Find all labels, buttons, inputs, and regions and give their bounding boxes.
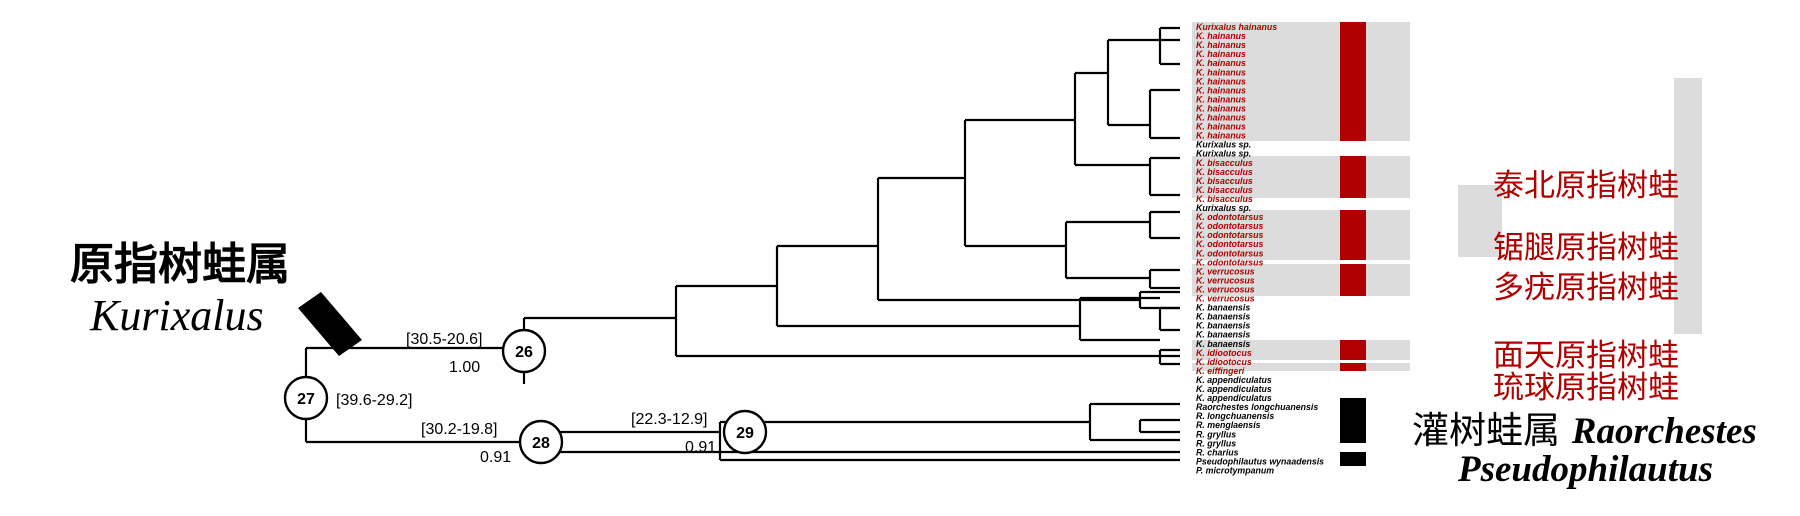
highlight-band-odontotarsus xyxy=(1192,210,1410,260)
taxon-label: K. verrucosus xyxy=(1196,275,1255,285)
taxon-label: K. hainanus xyxy=(1196,122,1246,132)
taxon-label: K. appendiculatus xyxy=(1196,393,1272,403)
raorchestes-label: 灌树蛙属 Raorchestes xyxy=(1412,400,1757,454)
genus-marker xyxy=(298,292,362,356)
taxon-label: R. charius xyxy=(1196,447,1239,457)
taxon-label: R. menglaensis xyxy=(1196,420,1261,430)
taxon-label: K. hainanus xyxy=(1196,85,1246,95)
taxon-label: K. banaensis xyxy=(1196,339,1250,349)
taxon-label: Kurixalus sp. xyxy=(1196,203,1251,213)
taxon-label: K. verrucosus xyxy=(1196,266,1255,276)
highlight-band-bisacculus xyxy=(1192,156,1410,198)
clade-bar-bisacculus xyxy=(1340,156,1366,198)
taxon-label: K. odontotarsus xyxy=(1196,248,1264,258)
node-29-interval: [22.3-12.9] xyxy=(631,411,708,428)
taxon-label: K. banaensis xyxy=(1196,312,1250,322)
taxon-label: K. hainanus xyxy=(1196,49,1246,59)
species-label-liuqiu: 琉球原指树蛙 xyxy=(1493,370,1679,406)
taxon-label: K. banaensis xyxy=(1196,330,1250,340)
taxon-label: K. bisacculus xyxy=(1196,176,1253,186)
genus-latin-name: Kurixalus xyxy=(90,291,264,340)
raorchestes-chinese: 灌树蛙属 xyxy=(1412,409,1560,452)
taxon-label: K. eiffingeri xyxy=(1196,366,1245,376)
tree-branches xyxy=(284,26,1180,462)
node-28-label: 28 xyxy=(532,435,550,452)
taxon-label: R. longchuanensis xyxy=(1196,411,1274,421)
taxon-label: K. odontotarsus xyxy=(1196,230,1264,240)
node-26-interval: [30.5-20.6] xyxy=(406,331,483,348)
taxon-label: K. appendiculatus xyxy=(1196,375,1272,385)
node-26: 26 xyxy=(501,328,547,374)
taxon-label: Kurixalus sp. xyxy=(1196,149,1251,159)
taxon-label: K. verrucosus xyxy=(1196,284,1255,294)
raorchestes-latin: Raorchestes xyxy=(1571,411,1757,452)
taxon-label: K. odontotarsus xyxy=(1196,221,1264,231)
taxon-label: K. bisacculus xyxy=(1196,194,1253,204)
species-label-duoyou: 多疣原指树蛙 xyxy=(1493,270,1679,306)
taxon-label: R. gryllus xyxy=(1196,438,1236,448)
clade-bar-hainanus xyxy=(1340,22,1366,141)
node-27-label: 27 xyxy=(297,391,315,408)
taxon-label: K. hainanus xyxy=(1196,94,1246,104)
taxon-label: K. bisacculus xyxy=(1196,185,1253,195)
node-28: 28 xyxy=(518,419,564,465)
taxon-label: K. odontotarsus xyxy=(1196,239,1264,249)
highlight-band-verrucosus xyxy=(1192,264,1410,296)
highlight-band-hainanus xyxy=(1192,22,1410,141)
taxon-label: R. gryllus xyxy=(1196,429,1236,439)
taxon-label: K. appendiculatus xyxy=(1196,384,1272,394)
taxon-label: K. hainanus xyxy=(1196,67,1246,77)
taxon-label: K. idiootocus xyxy=(1196,348,1252,358)
taxon-label: Pseudophilautus wynaadensis xyxy=(1196,456,1324,466)
taxon-label: K. odontotarsus xyxy=(1196,212,1264,222)
node-27: 27 xyxy=(283,375,329,421)
clade-bar-eiffingeri xyxy=(1340,363,1366,371)
taxon-label: Kurixalus hainanus xyxy=(1196,22,1277,32)
clade-bar-idiootocus xyxy=(1340,340,1366,360)
clade-bar-raorchestes xyxy=(1340,398,1366,443)
taxon-label: K. hainanus xyxy=(1196,76,1246,86)
taxon-label: K. hainanus xyxy=(1196,113,1246,123)
node-29-label: 29 xyxy=(736,425,754,442)
pseudophilautus-label: Pseudophilautus xyxy=(1458,449,1713,490)
taxon-label: K. banaensis xyxy=(1196,303,1250,313)
taxon-label: K. bisacculus xyxy=(1196,167,1253,177)
taxon-label: K. verrucosus xyxy=(1196,294,1255,304)
side-band-vertical xyxy=(1674,78,1702,334)
node-26-support: 1.00 xyxy=(449,359,480,376)
taxon-label: Raorchestes longchuanensis xyxy=(1196,402,1318,412)
species-label-taibei: 泰北原指树蛙 xyxy=(1493,168,1679,204)
highlight-band-eiffingeri xyxy=(1192,363,1410,371)
node-27-interval: [39.6-29.2] xyxy=(336,392,413,409)
taxon-label: K. hainanus xyxy=(1196,40,1246,50)
clade-bar-odontotarsus xyxy=(1340,210,1366,260)
clade-bar-pseudophilautus xyxy=(1340,452,1366,466)
node-28-interval: [30.2-19.8] xyxy=(421,421,498,438)
species-label-jutui: 锯腿原指树蛙 xyxy=(1493,230,1679,266)
taxon-label: K. odontotarsus xyxy=(1196,257,1264,267)
taxon-label: K. idiootocus xyxy=(1196,357,1252,367)
node-29-support: 0.91 xyxy=(685,439,716,456)
taxon-label: K. hainanus xyxy=(1196,58,1246,68)
taxon-label: Kurixalus sp. xyxy=(1196,140,1251,150)
taxon-label: P. microtympanum xyxy=(1196,465,1274,475)
clade-bar-verrucosus xyxy=(1340,264,1366,296)
node-28-support: 0.91 xyxy=(480,449,511,466)
taxon-label: K. hainanus xyxy=(1196,31,1246,41)
side-band-horizontal xyxy=(1458,185,1502,257)
genus-chinese-name: 原指树蛙属 xyxy=(70,239,290,290)
taxon-label: K. banaensis xyxy=(1196,321,1250,331)
node-26-label: 26 xyxy=(515,344,533,361)
node-29: 29 xyxy=(722,409,768,455)
taxon-label: K. hainanus xyxy=(1196,103,1246,113)
taxon-label: K. hainanus xyxy=(1196,131,1246,141)
species-label-miantian: 面天原指树蛙 xyxy=(1493,338,1679,374)
taxon-label: K. bisacculus xyxy=(1196,158,1253,168)
